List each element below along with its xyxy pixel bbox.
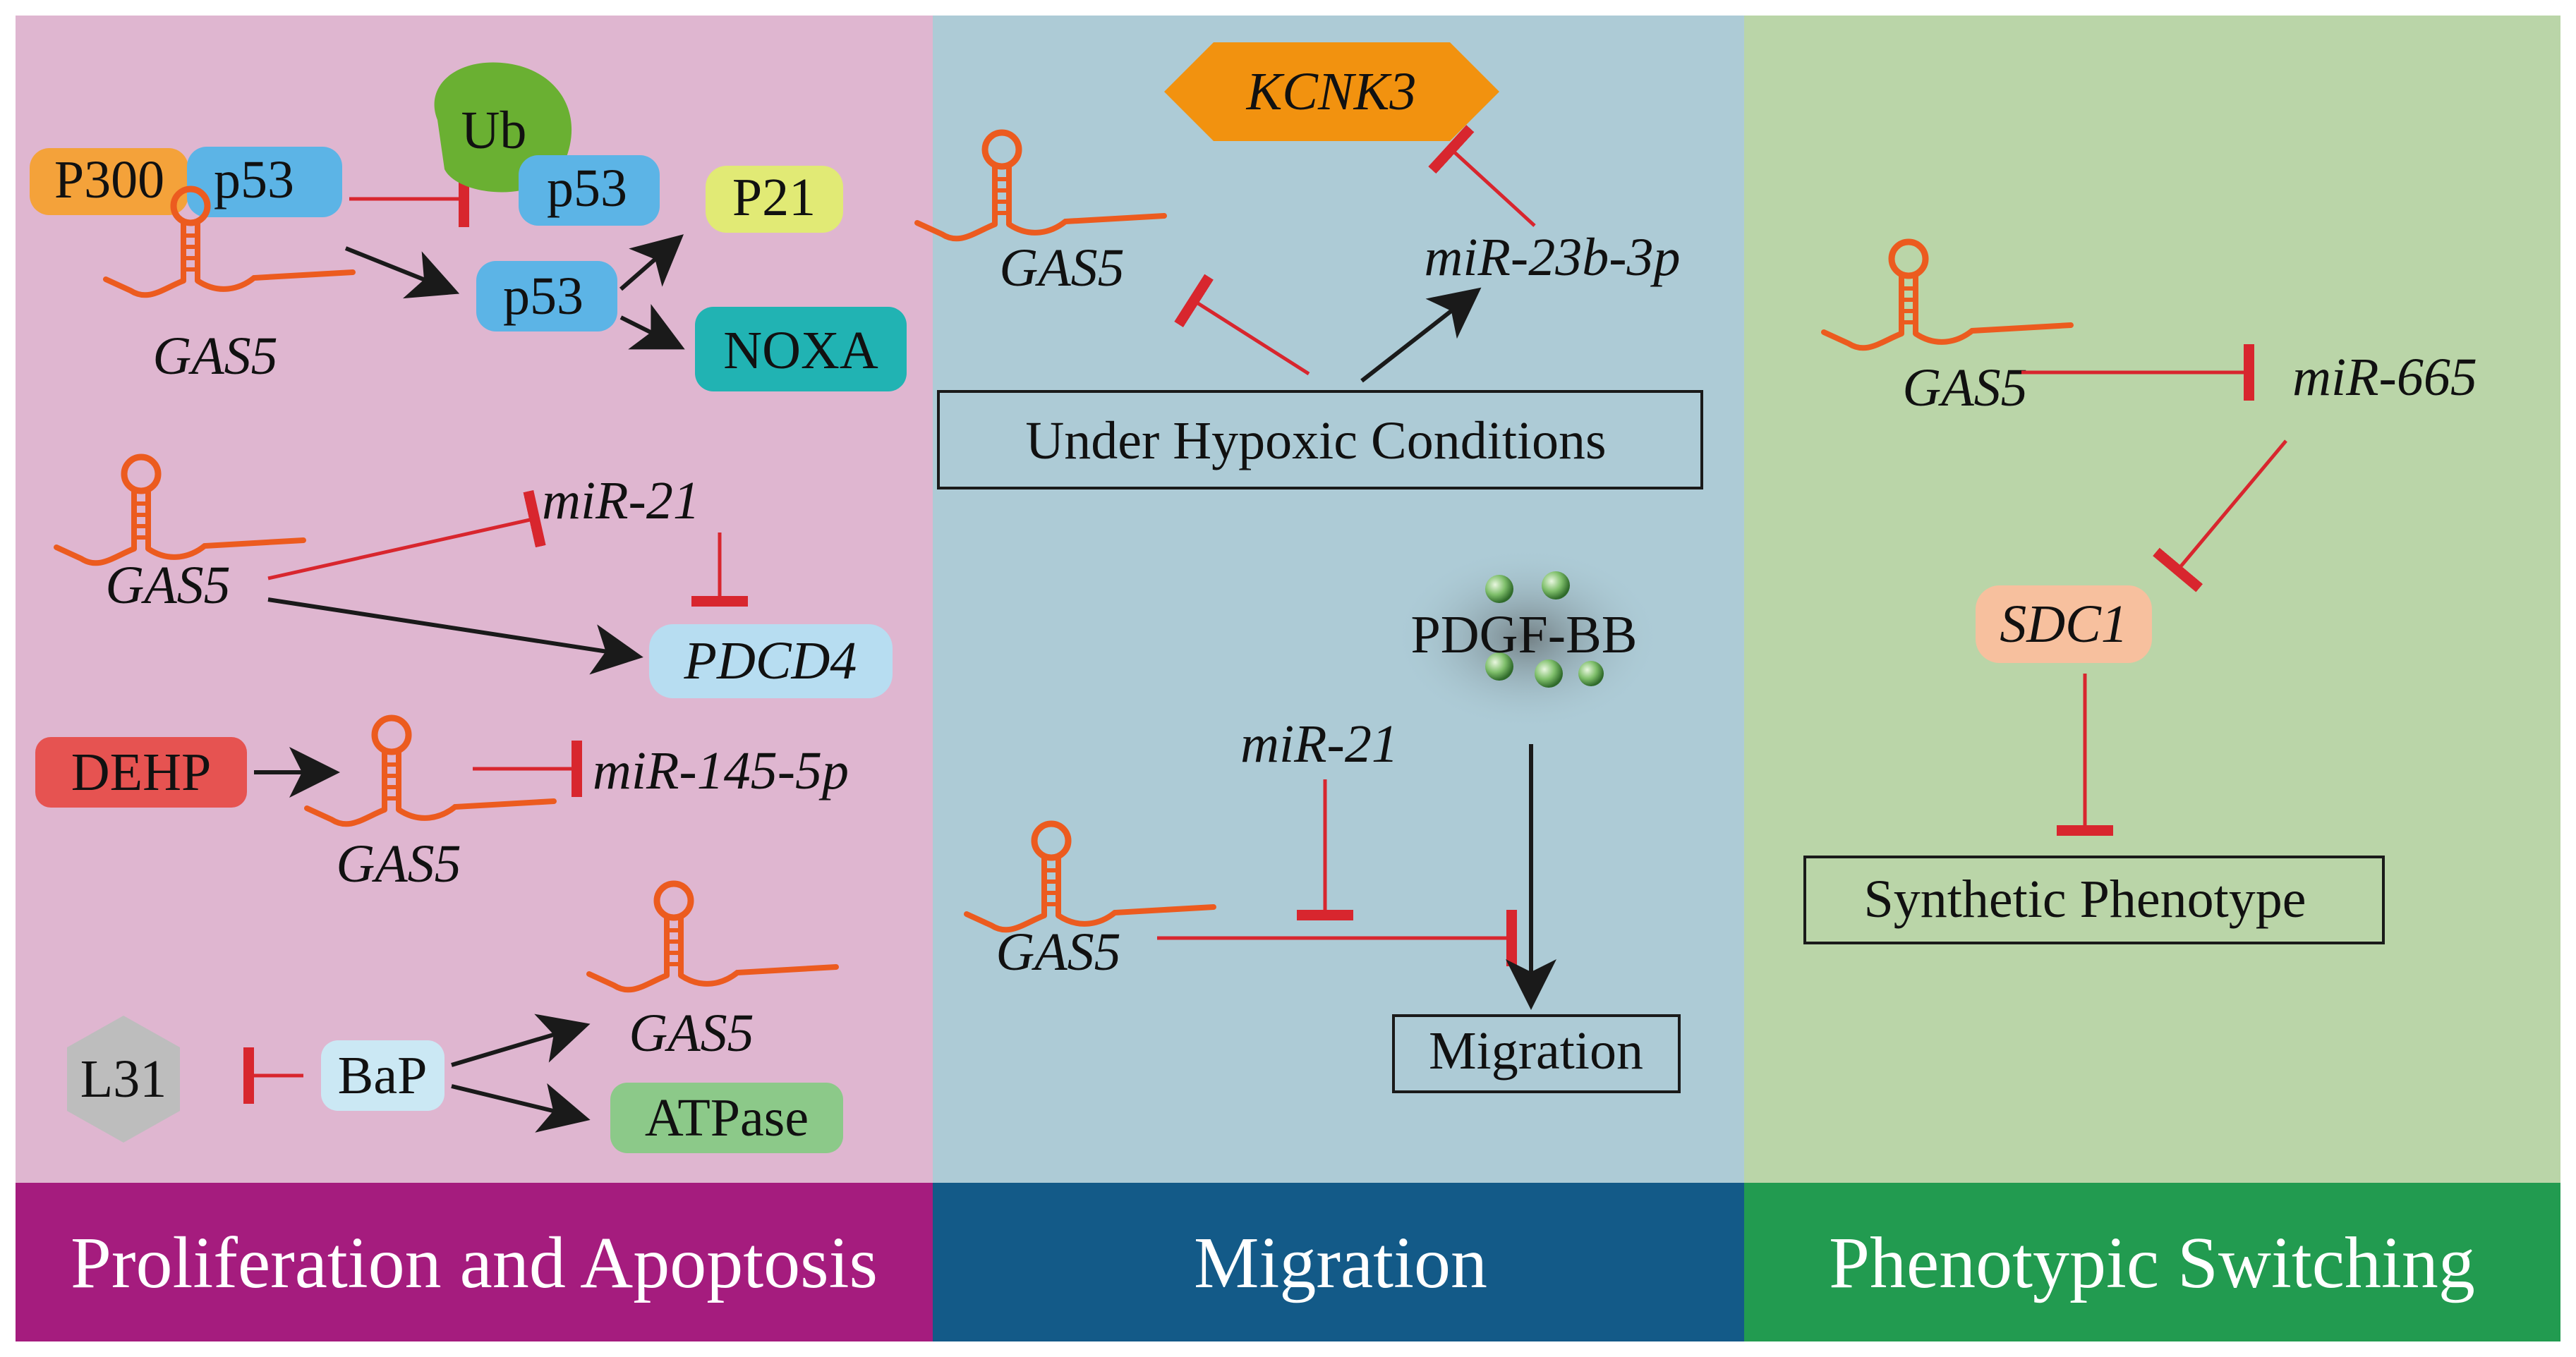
synthetic-label: Synthetic Phenotype bbox=[1864, 870, 2306, 929]
hypoxic-box bbox=[937, 390, 1703, 489]
gas5-label: GAS5 bbox=[629, 1004, 754, 1063]
mir21-label: miR-21 bbox=[542, 471, 700, 530]
p21-node bbox=[706, 166, 843, 233]
pdcd4-node bbox=[649, 624, 893, 698]
atpase-label: ATPase bbox=[645, 1088, 809, 1148]
footer-title-middle: Migration bbox=[1194, 1222, 1487, 1303]
activate-edge bbox=[451, 1014, 591, 1067]
panel-right-bg bbox=[1744, 16, 2560, 1183]
kcnk3-node bbox=[1164, 42, 1499, 141]
atpase-node bbox=[610, 1083, 843, 1153]
dehp-node bbox=[35, 737, 247, 808]
p300-node bbox=[30, 148, 188, 215]
inhibit-edge bbox=[1428, 125, 1536, 227]
bap-node bbox=[321, 1040, 445, 1111]
l31-label: L31 bbox=[80, 1049, 167, 1109]
footer-right bbox=[1744, 1183, 2560, 1341]
mir21-label: miR-21 bbox=[1240, 714, 1398, 774]
synthetic-box bbox=[1803, 856, 2385, 944]
inhibit-edge bbox=[267, 489, 546, 580]
sdc1-label: SDC1 bbox=[2000, 595, 2128, 654]
gas5-label: GAS5 bbox=[152, 327, 277, 386]
footer-title-right: Phenotypic Switching bbox=[1829, 1222, 2475, 1303]
pdcd4-label: PDCD4 bbox=[684, 631, 857, 690]
noxa-label: NOXA bbox=[723, 321, 878, 380]
p53-ub-node bbox=[519, 155, 660, 226]
activate-edge bbox=[619, 303, 685, 350]
gas5-label: GAS5 bbox=[996, 923, 1120, 982]
gas5-label: GAS5 bbox=[999, 238, 1124, 298]
footer-left bbox=[16, 1183, 933, 1341]
ub-label: Ub bbox=[461, 101, 527, 160]
footer-title-left: Proliferation and Apoptosis bbox=[71, 1222, 878, 1303]
l31-node bbox=[67, 1016, 180, 1143]
pdgf-label: PDGF-BB bbox=[1411, 605, 1638, 664]
activate-edge bbox=[1360, 287, 1482, 383]
p53-ub-label: p53 bbox=[547, 159, 627, 218]
mir23b-label: miR-23b-3p bbox=[1424, 228, 1680, 287]
activate-edge bbox=[267, 597, 643, 675]
inhibit-edge bbox=[2153, 439, 2287, 592]
mir145-label: miR-145-5p bbox=[593, 741, 849, 801]
mir665-label: miR-665 bbox=[2292, 348, 2477, 407]
p53-node bbox=[187, 147, 342, 217]
noxa-node bbox=[695, 307, 907, 391]
migration-label: Migration bbox=[1429, 1021, 1643, 1081]
p53-active-label: p53 bbox=[503, 267, 583, 326]
gas5-label: GAS5 bbox=[105, 556, 230, 615]
pdgf-particles-icon bbox=[1485, 571, 1604, 688]
inhibit-edge bbox=[1174, 274, 1310, 376]
footer-middle bbox=[933, 1183, 1744, 1341]
activate-edge bbox=[344, 246, 460, 299]
bap-label: BaP bbox=[338, 1046, 428, 1105]
p21-label: P21 bbox=[732, 168, 816, 227]
activate-edge bbox=[451, 1083, 591, 1133]
migration-box bbox=[1392, 1014, 1681, 1093]
gas5-label: GAS5 bbox=[1902, 358, 2027, 418]
hypoxic-label: Under Hypoxic Conditions bbox=[1025, 411, 1606, 470]
activate-edge bbox=[619, 234, 684, 291]
p53-active-node bbox=[476, 261, 617, 331]
kcnk3-label: KCNK3 bbox=[1246, 62, 1417, 121]
sdc1-node bbox=[1976, 585, 2152, 663]
gas5-label: GAS5 bbox=[336, 834, 461, 894]
p53-label: p53 bbox=[214, 150, 294, 209]
dehp-label: DEHP bbox=[71, 743, 211, 802]
p300-label: P300 bbox=[54, 150, 164, 209]
